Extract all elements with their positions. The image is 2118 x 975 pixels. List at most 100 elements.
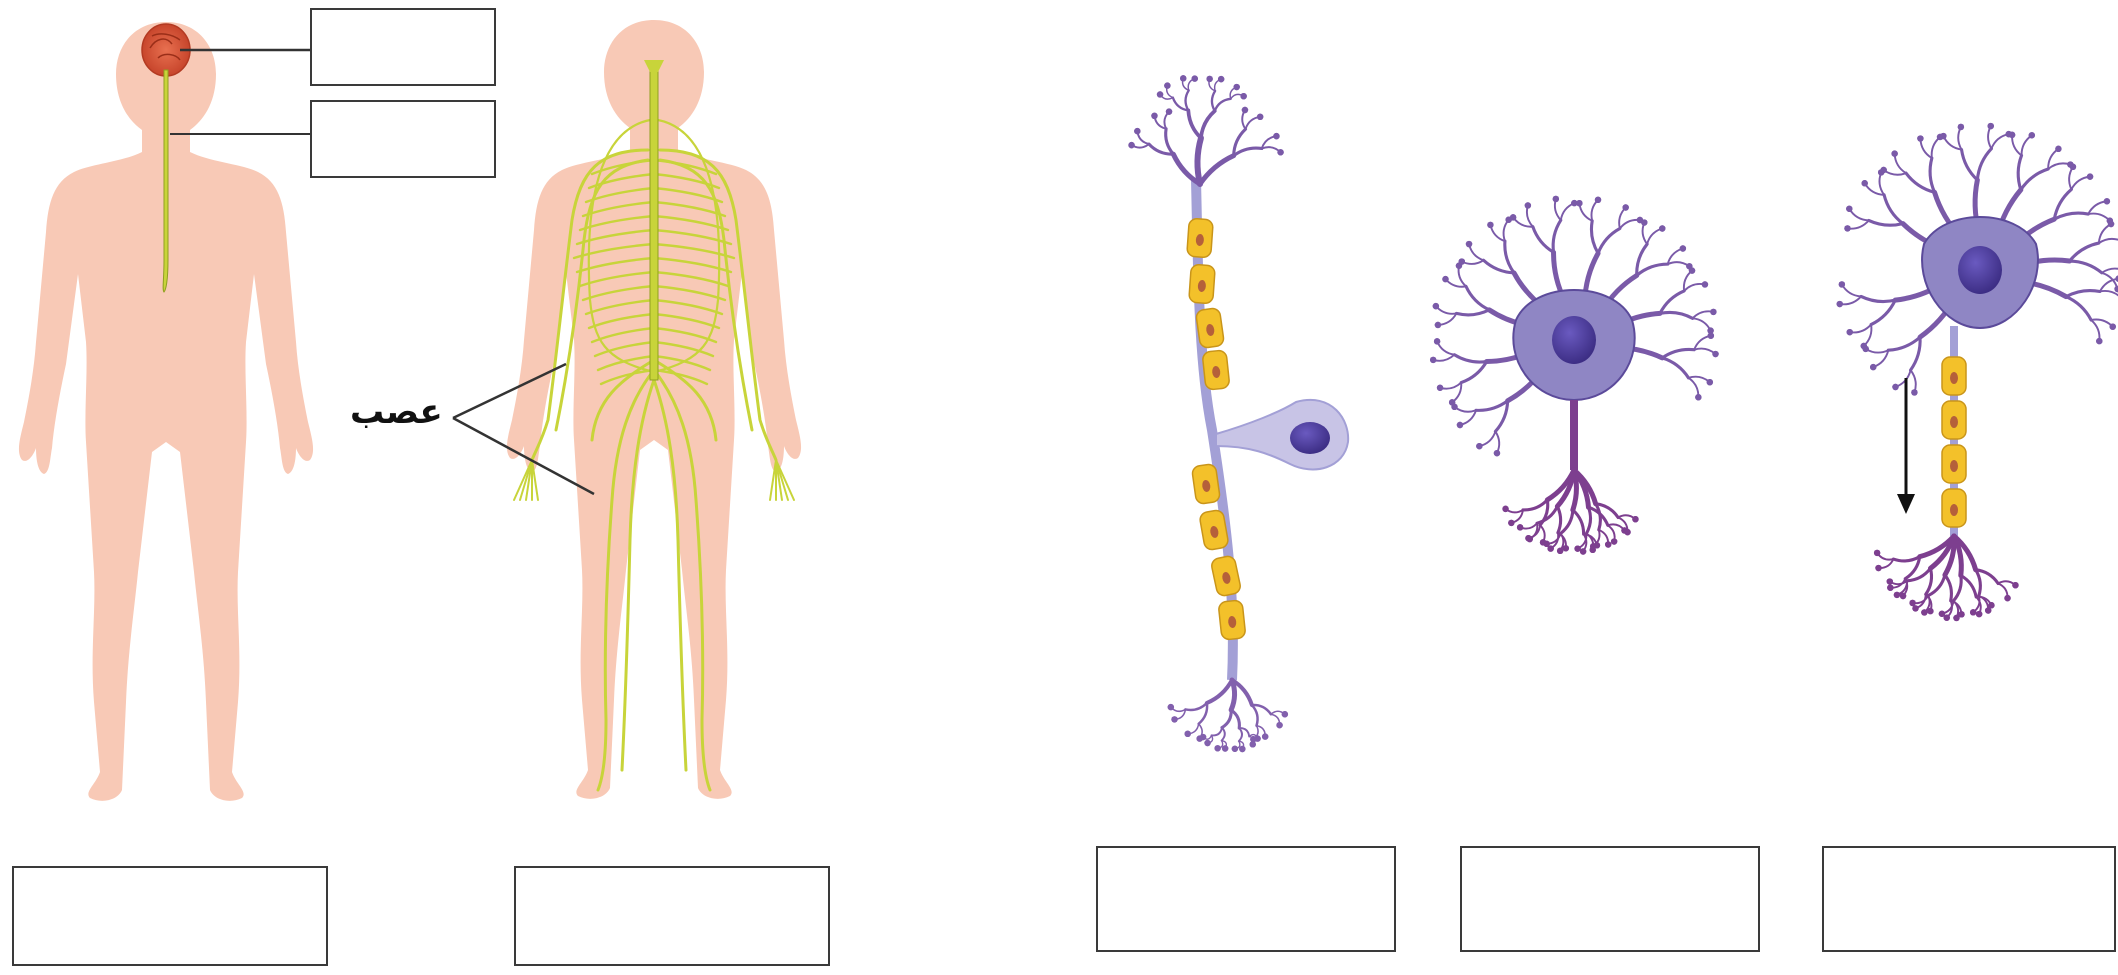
inter-terminal-tip	[1563, 545, 1569, 551]
inter-dendrite	[1591, 200, 1598, 221]
spinal-cord	[163, 70, 168, 292]
motor-dendrite	[2088, 214, 2110, 221]
interneuron-answer-box[interactable]	[1460, 846, 1760, 952]
motor-dendrite-tip	[2104, 198, 2110, 204]
spinal-cord-answer-box[interactable]	[310, 100, 496, 178]
motor-dendrite-tip	[2096, 338, 2102, 344]
inter-dendrite-tip	[1487, 222, 1493, 228]
sensory-terminal-tip	[1222, 745, 1228, 751]
inter-dendrite-tip	[1430, 357, 1436, 363]
sensory-nucleus	[1290, 422, 1330, 454]
motor-terminal-tip	[2004, 595, 2010, 601]
myelin-sheath	[1942, 489, 1966, 527]
cns-answer-box[interactable]	[12, 866, 328, 966]
interneuron	[1430, 196, 1719, 555]
inter-dendrite	[1620, 220, 1640, 229]
motor-dendrite	[1920, 139, 1931, 159]
inter-dendrite-tip	[1442, 276, 1448, 282]
myelin-sheath	[1942, 357, 1966, 395]
motor-dendrite-tip	[1861, 180, 1867, 186]
inter-dendrite-tip	[1525, 202, 1531, 208]
motor-dendrite-tip	[1892, 384, 1898, 390]
motor-dendrite-tip	[2087, 173, 2093, 179]
inter-terminal-tip	[1547, 545, 1553, 551]
motor-terminal-tip	[1927, 608, 1933, 614]
motor-dendrite	[1840, 296, 1861, 304]
motor-terminal	[1893, 557, 1919, 561]
sensory-terminal-tip	[1171, 716, 1177, 722]
motor-dendrite-tip	[1846, 206, 1852, 212]
sensory-terminal-tip	[1204, 740, 1210, 746]
sensory-neuron-answer-box[interactable]	[1096, 846, 1396, 952]
inter-terminal-tip	[1624, 529, 1630, 535]
motor-dendrite-tip	[2108, 221, 2114, 227]
inter-terminal-tip	[1557, 548, 1563, 554]
sensory-dendrite-tip	[1277, 149, 1283, 155]
sensory-terminal	[1252, 705, 1258, 726]
motor-dendrite	[1991, 134, 2008, 149]
myelin-sheath	[1202, 350, 1230, 390]
motor-dendrite-tip	[2110, 323, 2116, 329]
inter-dendrite	[1553, 220, 1561, 252]
motor-dendrite	[1849, 209, 1868, 221]
sensory-dendrite-tip	[1134, 128, 1140, 134]
inter-dendrite-tip	[1710, 309, 1716, 315]
motor-dendrite	[1988, 126, 1991, 149]
inter-terminal	[1586, 507, 1590, 533]
inter-terminal-tip	[1580, 548, 1586, 554]
motor-terminal-tip	[1909, 600, 1915, 606]
motor-terminal-tip	[1970, 609, 1976, 615]
inter-dendrite	[1437, 341, 1454, 354]
inter-nucleus	[1552, 316, 1596, 364]
inter-dendrite	[1688, 378, 1698, 397]
motor-dendrite	[2091, 320, 2099, 341]
inter-dendrite	[1662, 349, 1694, 357]
sensory-dendrite-tip	[1206, 76, 1212, 82]
inter-dendrite	[1456, 310, 1489, 315]
inter-dendrite-tip	[1695, 394, 1701, 400]
inter-dendrite-tip	[1451, 404, 1457, 410]
cns-body-figure	[19, 22, 313, 801]
inter-dendrite-tip	[1712, 351, 1718, 357]
sensory-dendrite-tip	[1242, 107, 1248, 113]
inter-dendrite-tip	[1494, 450, 1500, 456]
inter-terminal-tip	[1590, 543, 1596, 549]
sensory-dendrite	[1212, 91, 1215, 111]
sensory-dendrite	[1234, 148, 1262, 156]
motor-dendrite-tip	[2070, 164, 2076, 170]
sensory-terminal-tip	[1185, 731, 1191, 737]
motor-dendrite-tip	[1880, 167, 1886, 173]
motor-terminal-tip	[1894, 592, 1900, 598]
motor-dendrite	[1895, 370, 1910, 387]
motor-neuron-answer-box[interactable]	[1822, 846, 2116, 952]
inter-dendrite	[1660, 312, 1693, 318]
motor-dendrite	[1850, 325, 1871, 333]
motor-dendrite-tip	[1988, 123, 1994, 129]
motor-terminal-tip	[1988, 602, 1994, 608]
inter-dendrite-tip	[1434, 338, 1440, 344]
inter-dendrite	[1461, 362, 1486, 383]
inter-dendrite	[1637, 264, 1668, 275]
motor-terminal	[1961, 575, 1976, 596]
inter-dendrite-tip	[1680, 245, 1686, 251]
motor-dendrite	[1847, 220, 1868, 228]
motor-dendrite	[1930, 158, 1935, 192]
motor-dendrite-tip	[1917, 135, 1923, 141]
inter-dendrite-tip	[1595, 197, 1601, 203]
inter-dendrite-tip	[1689, 267, 1695, 273]
motor-dendrite	[1866, 349, 1889, 353]
motor-dendrite-tip	[1863, 346, 1869, 352]
brain-answer-box[interactable]	[310, 8, 496, 86]
motor-dendrite-tip	[1839, 281, 1845, 287]
motor-dendrite-tip	[2114, 286, 2118, 292]
inter-dendrite	[1455, 407, 1477, 412]
motor-dendrite-tip	[1870, 364, 1876, 370]
pns-answer-box[interactable]	[514, 866, 830, 966]
inter-dendrite	[1469, 244, 1484, 260]
sensory-dendrite	[1186, 90, 1189, 110]
inter-terminal	[1573, 510, 1584, 534]
inter-terminal-tip	[1517, 524, 1523, 530]
sensory-terminal	[1207, 680, 1232, 703]
inter-dendrite	[1598, 228, 1620, 253]
motor-dendrite	[1962, 150, 1978, 180]
